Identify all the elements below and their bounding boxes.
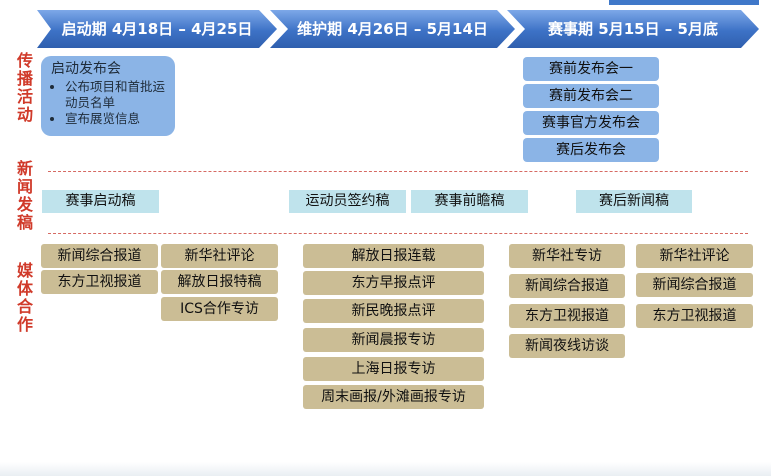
media-item: 新闻晨报专访 [303,328,484,352]
news-item: 赛事启动稿 [42,190,159,213]
separator-2 [48,233,748,234]
media-item: 新华社评论 [161,244,278,268]
media-item: 上海日报专访 [303,357,484,381]
phase-launch: 启动期 4月18日 – 4月25日 [37,10,277,48]
event-box: 赛后发布会 [523,138,659,162]
media-item: 新闻夜线访谈 [509,334,625,358]
news-item: 赛后新闻稿 [576,190,692,213]
bottom-bar [0,462,771,476]
event-box: 赛前发布会二 [523,84,659,108]
media-item: 东方早报点评 [303,271,484,295]
news-item: 运动员签约稿 [289,190,406,213]
event-box: 赛前发布会一 [523,57,659,81]
launch-event-title: 启动发布会 [51,61,121,77]
media-item: 新华社评论 [636,244,753,268]
media-item: 新闻综合报道 [636,273,753,297]
row-label-media: 媒体合作 [14,262,33,334]
launch-bullet: 宣布展览信息 [65,111,175,127]
phase-maintenance: 维护期 4月26日 – 5月14日 [270,10,515,48]
top-accent-bar [609,0,759,5]
row-label-news: 新闻发稿 [14,160,33,232]
media-item: 周末画报/外滩画报专访 [303,385,484,409]
launch-event-bullets: 公布项目和首批运动员名单 宣布展览信息 [51,79,175,127]
media-item: 新闻综合报道 [41,244,158,268]
media-item: 解放日报特稿 [161,270,278,294]
media-item: 新民晚报点评 [303,299,484,323]
media-item: ICS合作专访 [161,297,278,321]
phase-event: 赛事期 5月15日 – 5月底 [507,10,759,48]
event-box: 赛事官方发布会 [523,111,659,135]
separator-1 [48,171,748,172]
news-item: 赛事前瞻稿 [411,190,528,213]
launch-bullet: 公布项目和首批运动员名单 [65,79,175,111]
media-item: 解放日报连载 [303,244,484,268]
row-label-publicity: 传播活动 [14,52,33,124]
media-item: 东方卫视报道 [509,304,625,328]
media-item: 新闻综合报道 [509,274,625,298]
launch-event-card: 启动发布会 公布项目和首批运动员名单 宣布展览信息 [41,56,175,136]
media-item: 东方卫视报道 [636,304,753,328]
media-item: 新华社专访 [509,244,625,268]
media-item: 东方卫视报道 [41,270,158,294]
